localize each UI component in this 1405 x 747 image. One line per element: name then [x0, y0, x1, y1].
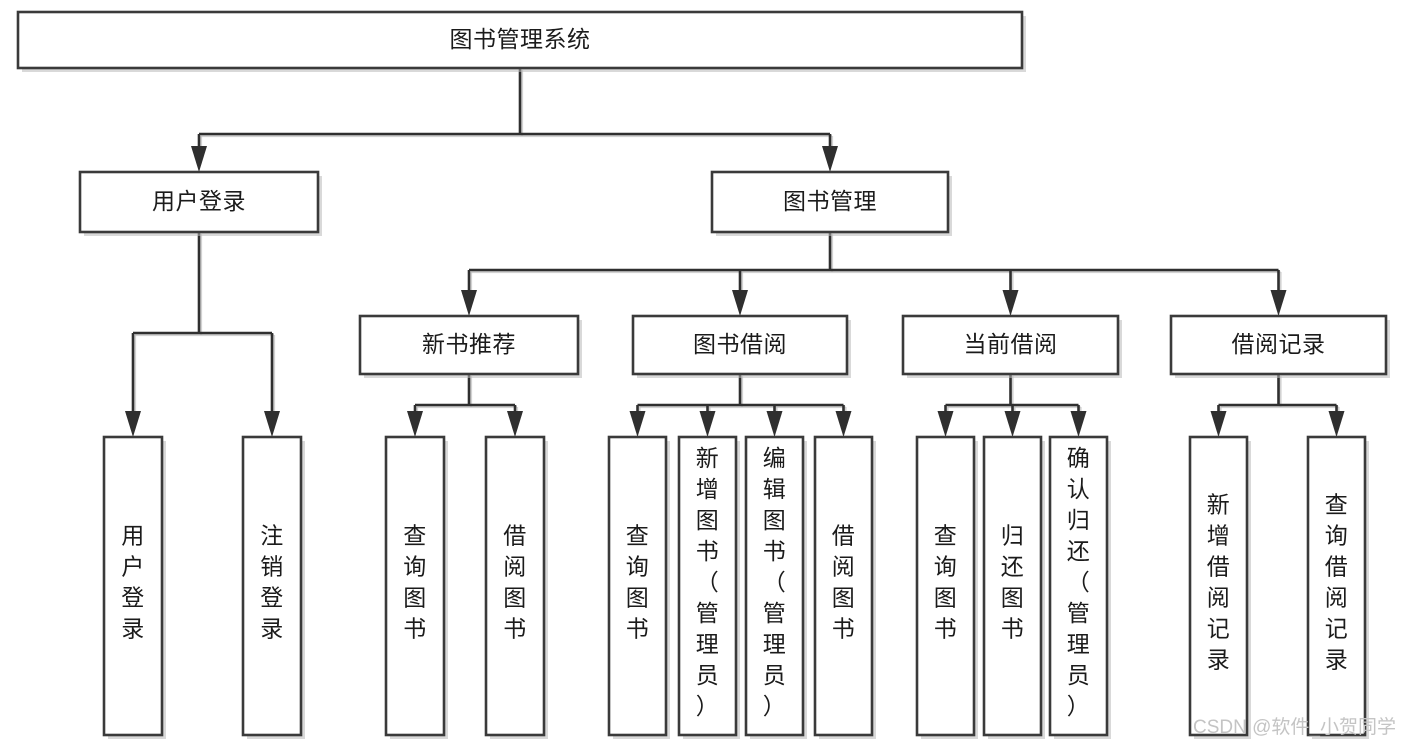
node-label-new-book-recommend: 新书推荐 [422, 331, 516, 357]
node-record-add[interactable]: 新增借阅记录 [1188, 435, 1251, 739]
arrow-head-icon [1210, 411, 1227, 437]
node-user-login[interactable]: 用户登录 [78, 170, 322, 236]
node-recommend-query-book[interactable]: 查询图书 [384, 435, 448, 739]
arrow-head-icon [507, 411, 523, 437]
arrow-head-icon [125, 411, 141, 437]
arrow-head-icon [461, 290, 477, 316]
node-box-current-confirm-return[interactable] [1048, 435, 1109, 737]
node-box-borrow-add-book[interactable] [677, 435, 738, 737]
arrow-head-icon [766, 411, 783, 437]
node-label-recommend-query-book: 查询图书 [403, 523, 427, 642]
node-current-query-book[interactable]: 查询图书 [915, 435, 978, 739]
node-label-current-confirm-return: 确认归还（管理员） [1067, 445, 1091, 719]
node-box-book-manage[interactable] [710, 170, 950, 234]
node-box-current-query-book[interactable] [915, 435, 976, 737]
arrow-head-icon [822, 146, 838, 172]
node-box-new-book-recommend[interactable] [358, 314, 580, 376]
node-label-borrow-borrow-book: 借阅图书 [832, 523, 856, 642]
node-box-user-logout[interactable] [241, 435, 303, 737]
node-label-user-login-do: 用户登录 [121, 523, 145, 642]
node-borrow-record[interactable]: 借阅记录 [1169, 314, 1390, 378]
arrow-head-icon [835, 411, 852, 437]
arrow-head-icon [937, 411, 954, 437]
node-borrow-edit-book[interactable]: 编辑图书（管理员） [744, 435, 807, 739]
csdn-watermark: CSDN @软件_小贺同学 [1193, 716, 1396, 738]
node-label-borrow-edit-book: 编辑图书（管理员） [763, 445, 787, 719]
node-root[interactable]: 图书管理系统 [16, 10, 1026, 72]
node-label-current-borrow: 当前借阅 [964, 331, 1058, 357]
arrow-head-icon [1270, 290, 1287, 316]
arrow-head-icon [629, 411, 646, 437]
node-label-book-manage: 图书管理 [783, 188, 877, 214]
node-label-root: 图书管理系统 [450, 26, 591, 52]
node-label-current-query-book: 查询图书 [934, 523, 958, 642]
node-borrow-borrow-book[interactable]: 借阅图书 [813, 435, 876, 739]
node-box-record-add[interactable] [1188, 435, 1249, 737]
node-box-root[interactable] [16, 10, 1024, 70]
node-borrow-query-book[interactable]: 查询图书 [607, 435, 670, 739]
node-box-current-return-book[interactable] [982, 435, 1043, 737]
node-label-book-borrow: 图书借阅 [693, 331, 787, 357]
node-borrow-add-book[interactable]: 新增图书（管理员） [677, 435, 740, 739]
node-label-borrow-query-book: 查询图书 [626, 523, 650, 642]
node-new-book-recommend[interactable]: 新书推荐 [358, 314, 582, 378]
node-label-borrow-add-book: 新增图书（管理员） [696, 445, 720, 719]
arrow-head-icon [1070, 411, 1087, 437]
node-user-logout[interactable]: 注销登录 [241, 435, 305, 739]
arrow-head-icon [407, 411, 423, 437]
node-box-recommend-query-book[interactable] [384, 435, 446, 737]
arrow-head-icon [732, 290, 748, 316]
node-box-recommend-borrow-book[interactable] [484, 435, 546, 737]
node-label-record-add: 新增借阅记录 [1207, 492, 1231, 673]
node-book-borrow[interactable]: 图书借阅 [631, 314, 851, 378]
node-label-user-logout: 注销登录 [260, 523, 284, 642]
node-label-user-login: 用户登录 [152, 188, 246, 214]
node-record-query[interactable]: 查询借阅记录 [1306, 435, 1369, 739]
arrow-head-icon [264, 411, 280, 437]
node-layer: 图书管理系统用户登录图书管理用户登录注销登录新书推荐图书借阅当前借阅借阅记录查询… [16, 10, 1390, 739]
node-current-borrow[interactable]: 当前借阅 [901, 314, 1122, 378]
node-box-borrow-query-book[interactable] [607, 435, 668, 737]
node-current-return-book[interactable]: 归还图书 [982, 435, 1045, 739]
node-box-borrow-record[interactable] [1169, 314, 1388, 376]
node-label-record-query: 查询借阅记录 [1325, 492, 1349, 673]
node-label-current-return-book: 归还图书 [1001, 523, 1025, 642]
node-label-recommend-borrow-book: 借阅图书 [503, 523, 527, 642]
node-box-user-login-do[interactable] [102, 435, 164, 737]
node-box-borrow-edit-book[interactable] [744, 435, 805, 737]
node-box-record-query[interactable] [1306, 435, 1367, 737]
arrow-head-icon [1004, 411, 1021, 437]
node-user-login-do[interactable]: 用户登录 [102, 435, 166, 739]
node-box-user-login[interactable] [78, 170, 320, 234]
arrow-head-icon [1328, 411, 1345, 437]
node-book-manage[interactable]: 图书管理 [710, 170, 952, 236]
node-label-borrow-record: 借阅记录 [1232, 331, 1326, 357]
arrow-head-icon [1002, 290, 1019, 316]
node-box-current-borrow[interactable] [901, 314, 1120, 376]
node-box-borrow-borrow-book[interactable] [813, 435, 874, 737]
arrow-head-icon [191, 146, 207, 172]
node-current-confirm-return[interactable]: 确认归还（管理员） [1048, 435, 1111, 739]
arrow-head-icon [699, 411, 716, 437]
node-box-book-borrow[interactable] [631, 314, 849, 376]
connector-layer [125, 68, 1345, 437]
node-recommend-borrow-book[interactable]: 借阅图书 [484, 435, 548, 739]
